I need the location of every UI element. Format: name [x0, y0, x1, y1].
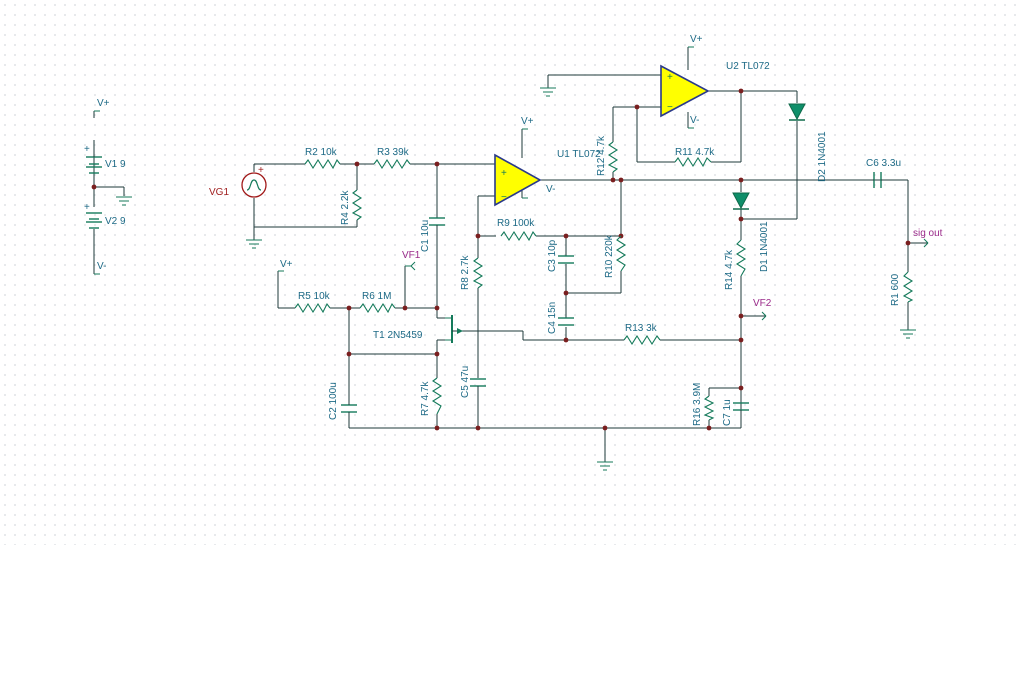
diode-d1[interactable]	[732, 192, 750, 210]
resistor-r2[interactable]	[304, 158, 341, 170]
opamp-u1[interactable]: + −	[494, 153, 542, 207]
resistor-r5[interactable]	[294, 302, 331, 314]
ground-symbol-main	[597, 461, 613, 471]
label-r11: R11 4.7k	[675, 147, 715, 158]
resistor-r3[interactable]	[373, 158, 411, 170]
schematic-grid-background	[0, 0, 1020, 545]
resistor-r12[interactable]	[607, 141, 619, 173]
label-u1-vminus: V-	[546, 184, 555, 195]
label-r12: R12 4.7k	[596, 135, 607, 176]
label-c1: C1 10u	[420, 220, 431, 252]
label-d1: D1 1N4001	[759, 221, 770, 272]
label-r2: R2 10k	[305, 147, 338, 158]
ground-symbol-vg1	[246, 239, 262, 249]
junction-dot	[91, 184, 97, 190]
diode-d2[interactable]	[788, 103, 806, 121]
label-r6: R6 1M	[362, 291, 391, 302]
label-r1: R1 600	[890, 273, 901, 306]
label-r9: R9 100k	[497, 218, 535, 229]
resistor-r8[interactable]	[472, 257, 484, 289]
label-v2: V2 9	[105, 216, 126, 227]
signal-generator-vg1[interactable]	[241, 172, 267, 198]
u2-stage-wires	[547, 46, 798, 220]
jfet-transistor-t1[interactable]	[445, 315, 523, 343]
opamp-u1-minus-sign: −	[501, 192, 507, 203]
label-r5-vplus: V+	[280, 259, 293, 270]
resistor-r9[interactable]	[500, 230, 537, 242]
label-r16: R16 3.9M	[692, 383, 703, 426]
resistor-r6[interactable]	[359, 302, 396, 314]
u1-stage-wires	[475, 128, 858, 428]
capacitor-c5[interactable]	[470, 378, 486, 393]
ground-symbol-battery	[116, 196, 132, 206]
ground-symbol-u2	[540, 87, 556, 97]
label-vg1-plus-sign: +	[258, 165, 264, 176]
input-section-wires	[253, 161, 495, 240]
label-r14: R14 4.7k	[724, 249, 735, 290]
opamp-u1-plus-sign: +	[501, 168, 507, 179]
capacitor-c1[interactable]	[429, 217, 445, 246]
label-v2-minus: V-	[97, 261, 106, 272]
label-u2: U2 TL072	[726, 61, 770, 72]
label-v1-plus-sign: +	[84, 144, 90, 155]
resistor-r14[interactable]	[735, 239, 747, 277]
resistor-r7[interactable]	[431, 377, 443, 415]
opamp-u2-plus-sign: +	[667, 72, 673, 83]
label-r3: R3 39k	[377, 147, 410, 158]
label-r4: R4 2.2k	[340, 190, 351, 225]
label-v1-plus: V+	[97, 98, 110, 109]
resistor-r1[interactable]	[902, 271, 914, 303]
label-u1: U1 TL072	[557, 149, 601, 160]
opamp-u2-minus-sign: −	[667, 102, 673, 113]
label-v1: V1 9	[105, 159, 126, 170]
resistor-r11[interactable]	[674, 156, 712, 168]
label-sig-out: sig out	[913, 228, 943, 239]
capacitor-c2[interactable]	[341, 398, 357, 418]
label-u2-vminus: V-	[690, 115, 699, 126]
label-r8: R8 2.7k	[460, 255, 471, 290]
battery-v1[interactable]	[86, 140, 102, 174]
label-t1: T1 2N5459	[373, 330, 423, 341]
opamp-u2[interactable]: + −	[660, 64, 710, 118]
battery-section	[91, 110, 125, 275]
resistor-r13[interactable]	[623, 334, 661, 346]
label-r10: R10 220k	[604, 234, 615, 278]
label-r5: R5 10k	[298, 291, 331, 302]
label-u1-vplus: V+	[521, 116, 534, 127]
label-u2-vplus: V+	[690, 34, 703, 45]
label-r13: R13 3k	[625, 323, 658, 334]
label-c2: C2 100u	[328, 382, 339, 420]
probe-vf2-arrow	[761, 311, 767, 321]
capacitor-c7[interactable]	[733, 402, 749, 428]
probe-vf1-arrow	[410, 261, 416, 271]
sig-out-arrow	[923, 238, 929, 248]
label-v2-plus-sign: +	[84, 202, 90, 213]
label-c6: C6 3.3u	[866, 158, 901, 169]
label-c7: C7 1u	[722, 399, 733, 426]
resistor-r16[interactable]	[703, 395, 715, 421]
label-c5: C5 47u	[460, 366, 471, 398]
label-vf1: VF1	[402, 250, 421, 261]
label-c4: C4 15n	[547, 302, 558, 334]
battery-v2[interactable]	[86, 212, 102, 229]
capacitor-c4[interactable]	[558, 317, 574, 326]
label-c3: C3 10p	[547, 239, 558, 272]
jfet-section-wires	[277, 246, 445, 428]
resistor-r4[interactable]	[351, 189, 363, 221]
capacitor-c3[interactable]	[558, 255, 574, 264]
label-vg1: VG1	[209, 187, 229, 198]
label-vf2: VF2	[753, 298, 772, 309]
capacitor-c6[interactable]	[858, 172, 897, 188]
resistor-r10[interactable]	[615, 235, 627, 272]
output-section-wires	[349, 177, 928, 462]
ground-symbol-r1	[900, 329, 916, 339]
label-d2: D2 1N4001	[817, 131, 828, 182]
label-r7: R7 4.7k	[420, 381, 431, 416]
